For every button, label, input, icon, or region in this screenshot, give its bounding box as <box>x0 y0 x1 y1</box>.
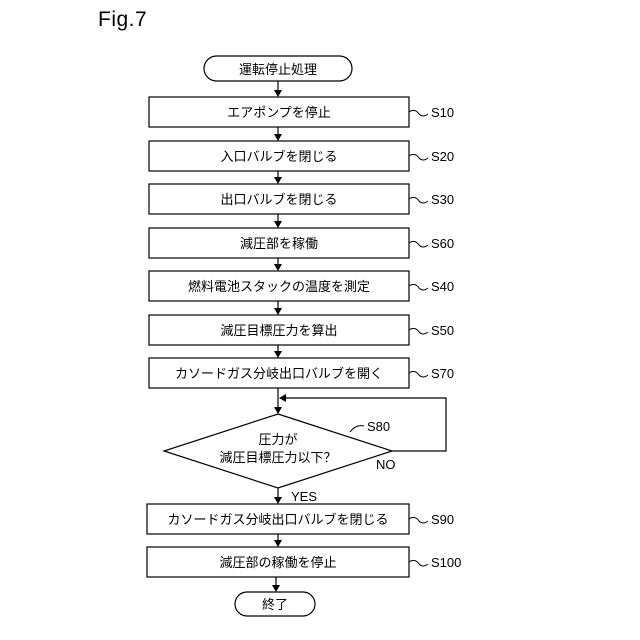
step-s90: カソードガス分岐出口バルブを閉じる S90 <box>147 504 454 534</box>
step-text: カソードガス分岐出口バルブを開く <box>175 366 383 382</box>
decision-no-label: NO <box>376 457 396 472</box>
step-text: 減圧部の稼働を停止 <box>219 555 336 571</box>
arrow-head <box>274 308 282 315</box>
arrow-head <box>274 540 282 547</box>
step-label: S90 <box>431 512 454 527</box>
decision-line2: 減圧目標圧力以下？ <box>219 450 336 466</box>
decision-yes-label: YES <box>291 489 317 504</box>
decision-s80: 圧力が 減圧目標圧力以下？ S80 NO YES <box>164 414 396 504</box>
arrow-head <box>279 394 286 402</box>
arrow-head <box>274 351 282 358</box>
step-label: S100 <box>431 555 461 570</box>
step-label: S60 <box>431 236 454 251</box>
step-s40: 燃料電池スタックの温度を測定 S40 <box>149 271 454 301</box>
step-text: エアポンプを停止 <box>227 105 331 121</box>
end-terminator: 終了 <box>235 592 315 616</box>
step-text: 燃料電池スタックの温度を測定 <box>188 279 370 295</box>
arrow-head <box>274 90 282 97</box>
step-label: S40 <box>431 279 454 294</box>
arrow-head <box>274 177 282 184</box>
decision-label: S80 <box>367 419 390 434</box>
step-text: 入口バルブを閉じる <box>220 149 337 165</box>
step-s20: 入口バルブを閉じる S20 <box>149 141 454 171</box>
arrow-head <box>274 264 282 271</box>
step-label: S20 <box>431 149 454 164</box>
decision-line1: 圧力が <box>258 433 297 448</box>
step-label: S50 <box>431 323 454 338</box>
arrow-head <box>274 497 282 504</box>
step-s100: 減圧部の稼働を停止 S100 <box>147 547 461 577</box>
step-s10: エアポンプを停止 S10 <box>149 97 454 127</box>
step-text: カソードガス分岐出口バルブを閉じる <box>167 512 388 528</box>
start-terminator: 運転停止処理 <box>204 56 352 81</box>
step-label: S30 <box>431 192 454 207</box>
step-text: 減圧目標圧力を算出 <box>220 323 337 339</box>
step-label: S10 <box>431 105 454 120</box>
step-s70: カソードガス分岐出口バルブを開く S70 <box>149 358 454 388</box>
step-text: 減圧部を稼働 <box>240 236 318 252</box>
end-text: 終了 <box>262 597 288 613</box>
arrow-head <box>274 407 282 414</box>
step-label: S70 <box>431 366 454 381</box>
step-s50: 減圧目標圧力を算出 S50 <box>149 315 454 345</box>
arrow-head <box>274 221 282 228</box>
step-s60: 減圧部を稼働 S60 <box>149 228 454 258</box>
step-text: 出口バルブを閉じる <box>220 192 337 208</box>
arrow-head <box>272 585 280 592</box>
step-s30: 出口バルブを閉じる S30 <box>149 184 454 214</box>
arrow-head <box>274 134 282 141</box>
start-text: 運転停止処理 <box>239 62 317 78</box>
